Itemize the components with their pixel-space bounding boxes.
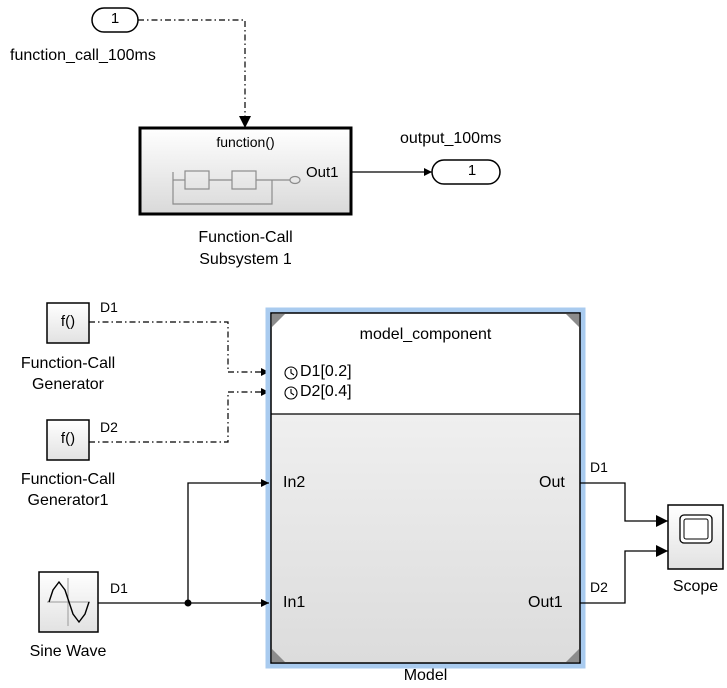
function-call-generator1-block[interactable] <box>46 419 90 461</box>
trigger-arrowhead <box>239 116 251 128</box>
sine-signal-label: D1 <box>110 580 128 596</box>
fcg1-name-line1: Function-Call <box>20 355 116 372</box>
sine-wave-name: Sine Wave <box>29 643 107 660</box>
sine-branch-line[interactable] <box>187 479 269 603</box>
fcg2-name-line1: Function-Call <box>20 471 116 488</box>
out-d2-signal-line[interactable] <box>580 545 668 604</box>
fcg1-signal-label: D1 <box>100 299 118 315</box>
model-in2-port[interactable]: In2 <box>283 474 306 491</box>
model-title: model_component <box>359 326 492 343</box>
fcg2-symbol: f() <box>60 430 76 447</box>
branch-point <box>184 599 192 607</box>
out-d1-signal-line[interactable] <box>580 482 668 527</box>
function-call-generator-block[interactable] <box>46 302 90 344</box>
model-out1-port[interactable]: Out1 <box>528 594 563 611</box>
model-event-port-d2[interactable]: D2[0.4] <box>300 383 352 400</box>
scope-icon <box>679 514 713 544</box>
fcs-name-line2: Subsystem 1 <box>199 251 292 268</box>
model-out-port[interactable]: Out <box>539 474 565 491</box>
fcg1-symbol: f() <box>60 313 76 330</box>
out-signal-d2-label: D2 <box>590 579 608 595</box>
subsystem-icon <box>172 170 301 205</box>
model-header-area <box>272 314 579 414</box>
model-name: Model <box>403 667 448 684</box>
output-signal-name: output_100ms <box>400 130 502 147</box>
fcs-name-line1: Function-Call <box>198 229 293 246</box>
clock-icon <box>284 366 298 380</box>
clock-icon <box>284 386 298 400</box>
sine-wave-icon <box>47 578 90 626</box>
outport-block[interactable] <box>431 159 501 185</box>
scope-name: Scope <box>672 578 719 595</box>
model-in1-port[interactable]: In1 <box>283 594 306 611</box>
model-block-highlight <box>265 307 586 669</box>
fcg2-signal-label: D2 <box>100 419 118 435</box>
model-event-port-d1[interactable]: D1[0.2] <box>300 363 352 380</box>
model-corner-marks <box>272 314 579 662</box>
fcs-out-port-label: Out1 <box>306 164 339 181</box>
fcs-trigger-label: function() <box>216 134 275 150</box>
outport-number: 1 <box>467 162 477 179</box>
fcg2-name-line2: Generator1 <box>27 492 109 509</box>
d1-function-call-line[interactable] <box>89 321 269 376</box>
out-signal-d1-label: D1 <box>590 459 608 475</box>
fcg1-name-line2: Generator <box>31 376 105 393</box>
d2-function-call-line[interactable] <box>89 388 269 443</box>
function-call-signal-line[interactable] <box>138 19 246 116</box>
inport-number: 1 <box>110 10 120 27</box>
inport-name: function_call_100ms <box>10 47 156 64</box>
